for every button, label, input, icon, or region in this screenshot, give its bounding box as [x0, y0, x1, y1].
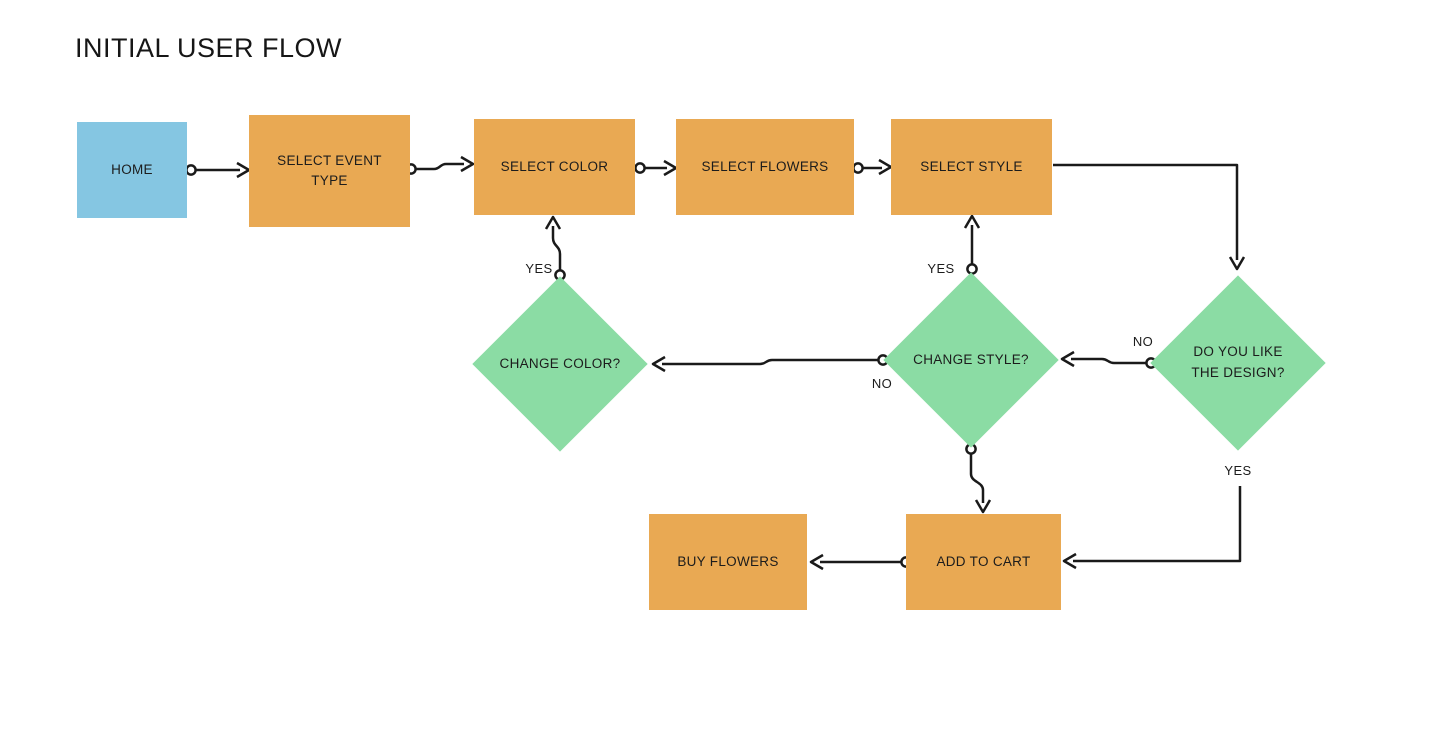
node-home-label: HOME [111, 162, 153, 178]
node-select-color[interactable]: SELECT COLOR [474, 119, 635, 215]
edge-design-no-to-change-style [1060, 350, 1157, 369]
edge-label-design-no: NO [1132, 334, 1154, 349]
edge-select-style-to-design-question [1053, 163, 1246, 271]
edge-select-event-type-to-select-color [405, 155, 475, 175]
edge-label-change-style-yes: YES [927, 261, 955, 276]
node-select-flowers[interactable]: SELECT FLOWERS [676, 119, 854, 215]
node-home[interactable]: HOME [77, 122, 187, 218]
node-select-event-type-label: SELECT EVENT TYPE [277, 153, 382, 188]
edge-change-style-no-to-change-color [651, 354, 889, 373]
edge-select-flowers-to-select-style [852, 158, 893, 176]
edge-change-color-yes-to-select-color [544, 215, 566, 281]
node-select-flowers-label: SELECT FLOWERS [701, 159, 829, 175]
decision-do-you-like-the-design-label: DO YOU LIKE THE DESIGN? [1191, 344, 1285, 380]
node-select-event-type[interactable]: SELECT EVENT TYPE [249, 115, 410, 227]
node-select-style-label: SELECT STYLE [920, 159, 1023, 175]
edge-add-to-cart-to-buy-flowers [809, 553, 912, 571]
node-add-to-cart-label: ADD TO CART [936, 554, 1031, 570]
node-add-to-cart[interactable]: ADD TO CART [906, 514, 1061, 610]
edge-change-style-to-add-to-cart [965, 443, 992, 514]
edge-label-change-style-no: NO [871, 376, 893, 391]
node-buy-flowers-label: BUY FLOWERS [677, 554, 779, 570]
edge-change-style-yes-to-select-style [963, 214, 981, 275]
edge-label-change-color-yes: YES [525, 261, 553, 276]
page-title: INITIAL USER FLOW [75, 33, 343, 63]
edge-label-design-yes: YES [1224, 463, 1252, 478]
decision-change-style-label: CHANGE STYLE? [913, 351, 1029, 367]
node-select-style[interactable]: SELECT STYLE [891, 119, 1052, 215]
edge-design-yes-to-add-to-cart [1062, 486, 1242, 570]
edge-home-to-select-event-type [185, 161, 251, 179]
node-buy-flowers[interactable]: BUY FLOWERS [649, 514, 807, 610]
node-select-color-label: SELECT COLOR [500, 159, 609, 175]
edge-select-color-to-select-flowers [634, 159, 678, 177]
decision-change-color-label: CHANGE COLOR? [499, 355, 621, 371]
